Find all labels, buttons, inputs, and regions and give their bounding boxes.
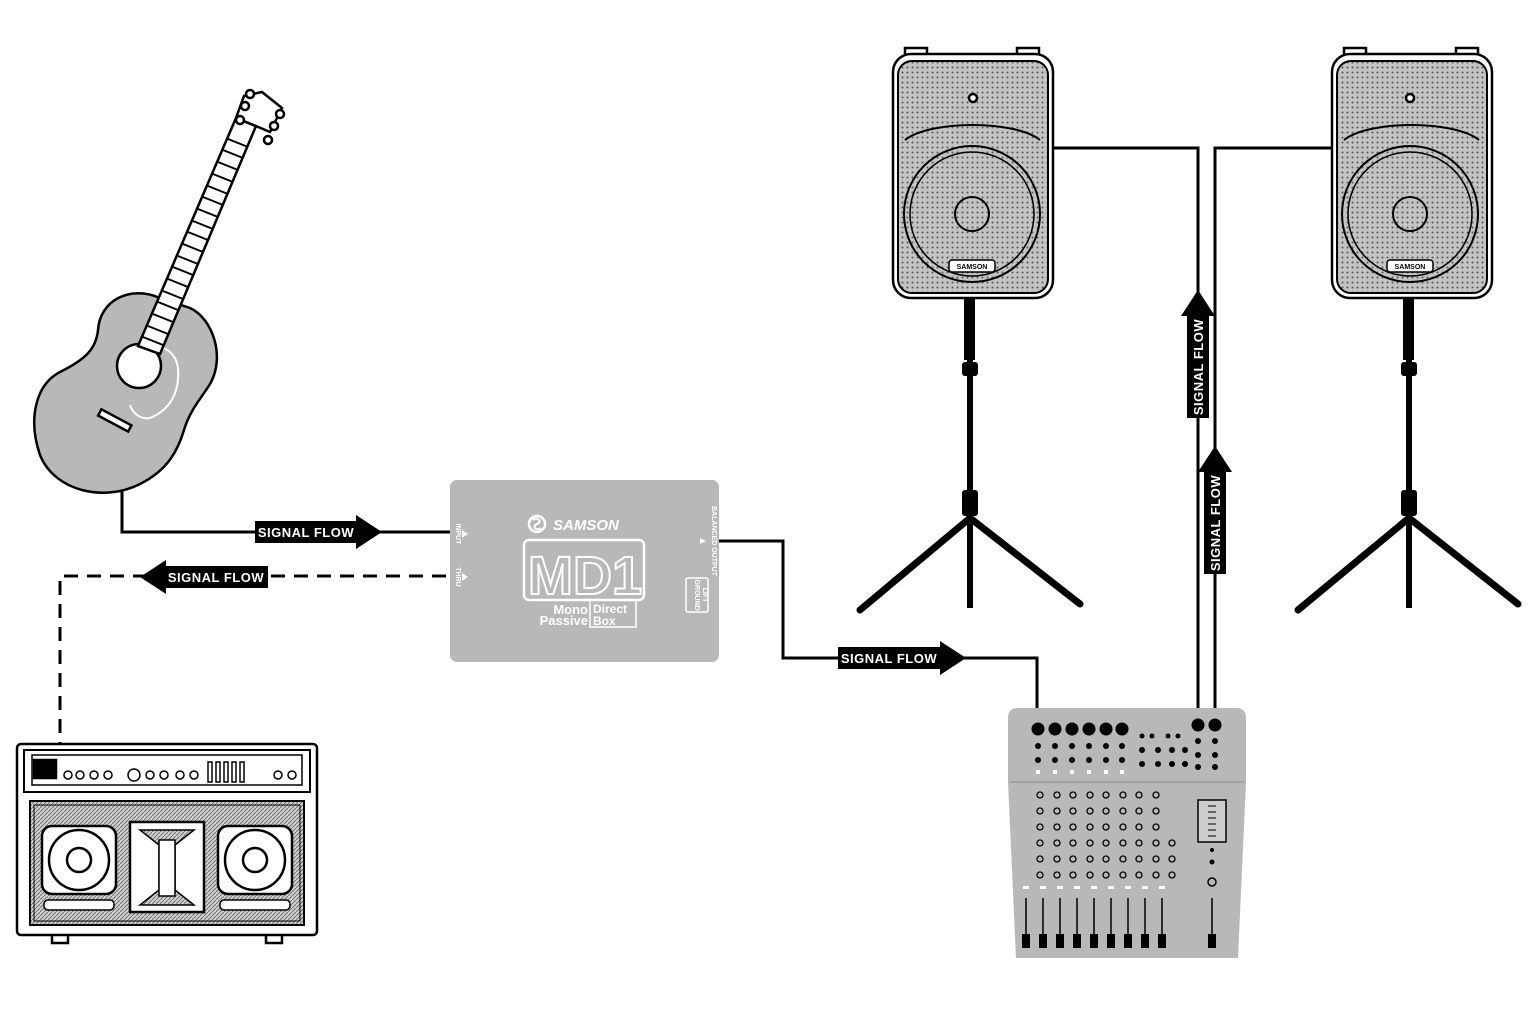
mixer-faders xyxy=(1022,898,1216,948)
di-line-box: Box xyxy=(593,614,616,628)
guitar-amplifier-icon xyxy=(15,742,319,945)
output-label: BALANCED OUTPUT xyxy=(710,506,717,577)
thru-jack-marker xyxy=(462,573,468,581)
signal-flow-label: SIGNAL FLOW xyxy=(1191,319,1206,415)
speaker-stand xyxy=(1294,298,1522,614)
input-label: INPUT xyxy=(454,524,461,546)
cables xyxy=(58,146,1332,772)
speaker-brand: SAMSON xyxy=(1395,264,1426,271)
pa-speaker-left: SAMSON xyxy=(856,46,1084,614)
cable-mixer-to-right-speaker xyxy=(1213,146,1332,722)
di-brand: SAMSON xyxy=(553,517,620,534)
signal-flow-badge-guitar: SIGNAL FLOW xyxy=(255,515,382,549)
pa-speaker-icon xyxy=(1330,46,1494,300)
speaker-stand xyxy=(856,298,1084,614)
acoustic-guitar-icon xyxy=(33,88,286,494)
ground-lift-switch xyxy=(685,577,709,613)
samson-logo-icon xyxy=(527,514,547,534)
cable-mixer-to-left-speaker xyxy=(1052,146,1200,722)
di-line-direct: Direct xyxy=(593,602,627,616)
signal-flow-label: SIGNAL FLOW xyxy=(258,525,354,540)
speaker-brand: SAMSON xyxy=(957,264,988,271)
signal-flow-label: SIGNAL FLOW xyxy=(841,651,937,666)
signal-flow-badge-thru: SIGNAL FLOW xyxy=(140,560,268,594)
signal-flow-badge-mixer: SIGNAL FLOW xyxy=(838,641,966,675)
cable-thru-to-amp xyxy=(58,574,446,772)
pa-speaker-icon xyxy=(891,46,1055,300)
mixer-knobs xyxy=(1036,791,1176,879)
input-jack-marker xyxy=(462,530,468,538)
mixing-console-icon xyxy=(1008,708,1246,958)
signal-flow-badge-right-speaker: SIGNAL FLOW xyxy=(1198,446,1232,574)
signal-flow-label: SIGNAL FLOW xyxy=(168,570,264,585)
thru-label: THRU xyxy=(454,567,461,586)
direct-box: INPUT THRU BALANCED OUTPUT GROUND LIFT S… xyxy=(450,480,719,662)
pa-speaker-right: SAMSON xyxy=(1294,46,1522,614)
lift-label: LIFT xyxy=(701,588,708,603)
output-jack-marker xyxy=(700,538,706,544)
ground-label: GROUND xyxy=(693,579,700,610)
di-line-passive: Passive xyxy=(540,613,588,628)
di-model: MD1 xyxy=(528,546,642,606)
di-line-mono: Mono xyxy=(553,602,588,617)
signal-flow-label: SIGNAL FLOW xyxy=(1208,475,1223,571)
mixer-input-jacks xyxy=(1031,718,1222,736)
cable-di-to-mixer xyxy=(718,539,1039,730)
mixer-jack-rows xyxy=(1035,733,1218,770)
signal-flow-badge-left-speaker: SIGNAL FLOW xyxy=(1181,290,1215,418)
